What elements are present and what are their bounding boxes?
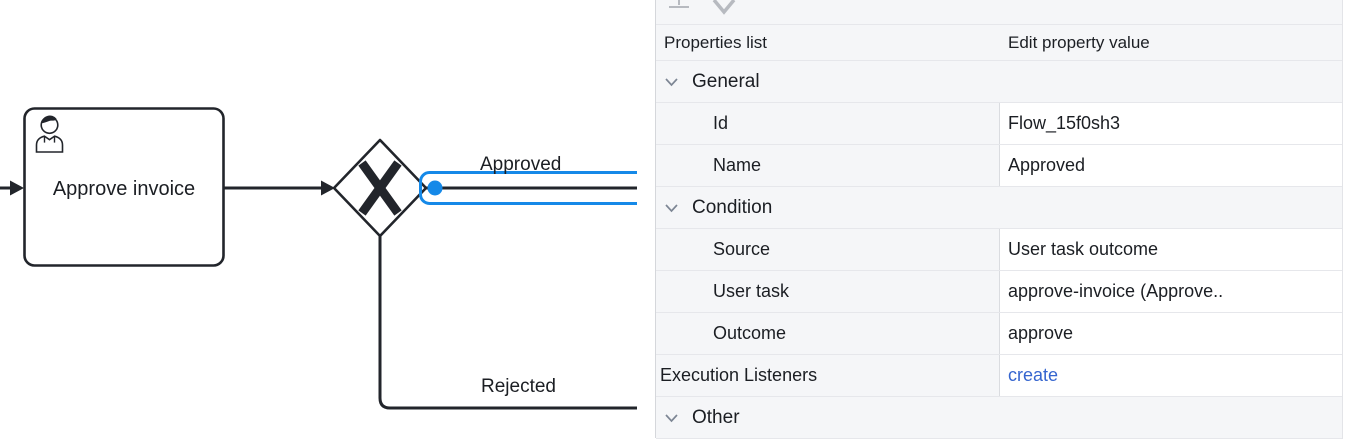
task-label: Approve invoice bbox=[53, 178, 195, 200]
flow-label-rejected: Rejected bbox=[481, 376, 556, 397]
flow-line bbox=[378, 236, 637, 410]
property-label: User task bbox=[656, 271, 1000, 312]
sequence-flow-approved-selected[interactable]: Approved bbox=[419, 154, 638, 205]
property-value-source[interactable]: User task outcome bbox=[1000, 229, 1342, 270]
panel-column-headers: Properties list Edit property value bbox=[656, 25, 1342, 61]
arrowhead-icon bbox=[10, 180, 24, 196]
property-row-id: Id Flow_15f0sh3 bbox=[656, 103, 1342, 145]
property-row-user-task: User task approve-invoice (Approve.. bbox=[656, 271, 1342, 313]
property-value-outcome[interactable]: approve bbox=[1000, 313, 1342, 354]
add-icon[interactable] bbox=[667, 0, 693, 25]
exclusive-gateway-x-marker bbox=[358, 160, 402, 216]
user-task-icon bbox=[35, 115, 64, 153]
section-label: Condition bbox=[692, 196, 773, 218]
property-row-name: Name Approved bbox=[656, 145, 1342, 187]
property-label: Id bbox=[656, 103, 1000, 144]
sequence-flow-rejected[interactable]: Rejected bbox=[378, 236, 637, 410]
column-header-properties-list: Properties list bbox=[664, 32, 767, 52]
property-value-id[interactable]: Flow_15f0sh3 bbox=[1000, 103, 1342, 144]
property-row-outcome: Outcome approve bbox=[656, 313, 1342, 355]
panel-toolbar bbox=[656, 0, 1342, 25]
task-to-gateway-flow[interactable] bbox=[224, 180, 335, 196]
section-label: Other bbox=[692, 406, 740, 428]
property-row-execution-listeners: Execution Listeners create bbox=[656, 355, 1342, 397]
task-rect bbox=[23, 107, 225, 267]
column-header-edit-property-value: Edit property value bbox=[1008, 32, 1150, 52]
properties-table: Properties list Edit property value Gene… bbox=[656, 0, 1343, 439]
flow-label-approved: Approved bbox=[480, 154, 561, 175]
arrowhead-icon bbox=[321, 180, 335, 196]
property-value-user-task[interactable]: approve-invoice (Approve.. bbox=[1000, 271, 1342, 312]
property-value-name[interactable]: Approved bbox=[1000, 145, 1342, 186]
selection-outline bbox=[419, 171, 637, 205]
section-label: General bbox=[692, 70, 760, 92]
bpmn-canvas[interactable]: Approve invoice Rejected Approved bbox=[0, 0, 655, 438]
flow-start-handle[interactable] bbox=[427, 180, 443, 196]
section-other[interactable]: Other bbox=[656, 397, 1342, 439]
chevron-down-icon[interactable] bbox=[664, 203, 680, 213]
chevron-down-icon[interactable] bbox=[664, 413, 680, 423]
property-label: Execution Listeners bbox=[656, 355, 1000, 396]
properties-panel: Properties list Edit property value Gene… bbox=[655, 0, 1346, 439]
property-label: Source bbox=[656, 229, 1000, 270]
property-row-source: Source User task outcome bbox=[656, 229, 1342, 271]
section-general[interactable]: General bbox=[656, 61, 1342, 103]
user-task-shape[interactable]: Approve invoice bbox=[23, 107, 225, 267]
create-listener-link[interactable]: create bbox=[1008, 365, 1059, 385]
property-label: Outcome bbox=[656, 313, 1000, 354]
exclusive-gateway-shape[interactable] bbox=[332, 138, 428, 238]
incoming-sequence-flow[interactable] bbox=[0, 180, 24, 196]
section-condition[interactable]: Condition bbox=[656, 187, 1342, 229]
chevron-down-icon[interactable] bbox=[664, 77, 680, 87]
property-label: Name bbox=[656, 145, 1000, 186]
arrow-down-icon[interactable] bbox=[711, 0, 739, 25]
